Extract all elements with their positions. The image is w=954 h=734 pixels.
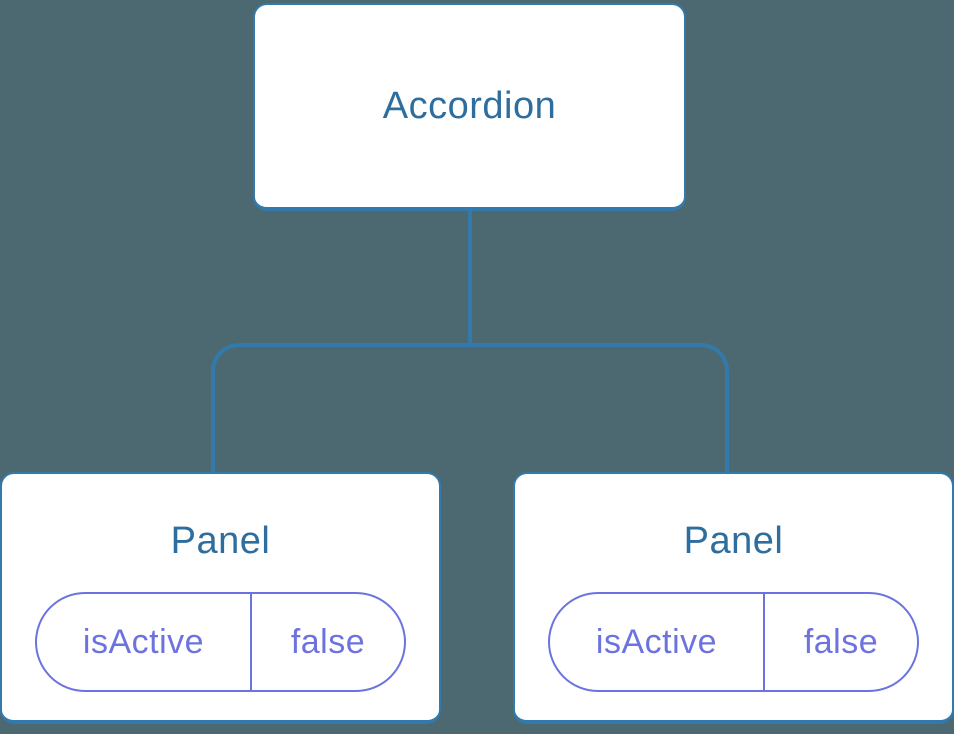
state-pill: isActive false — [35, 592, 406, 692]
state-key-label: isActive — [595, 622, 718, 661]
panel-node-right: Panel isActive false — [513, 472, 954, 724]
panel-node-label: Panel — [683, 520, 784, 562]
state-key-cell: isActive — [37, 594, 250, 690]
panel-node-label: Panel — [170, 520, 271, 562]
panel-node-left: Panel isActive false — [0, 472, 441, 724]
state-key-label: isActive — [82, 622, 205, 661]
state-value-label: false — [803, 622, 879, 661]
state-value-label: false — [290, 622, 366, 661]
state-key-cell: isActive — [550, 594, 763, 690]
connector-stem — [468, 211, 472, 345]
state-pill: isActive false — [548, 592, 919, 692]
state-value-cell: false — [250, 594, 404, 690]
accordion-node-label: Accordion — [382, 84, 557, 127]
accordion-node: Accordion — [253, 3, 686, 211]
connector-bracket — [211, 343, 729, 472]
state-value-cell: false — [763, 594, 917, 690]
